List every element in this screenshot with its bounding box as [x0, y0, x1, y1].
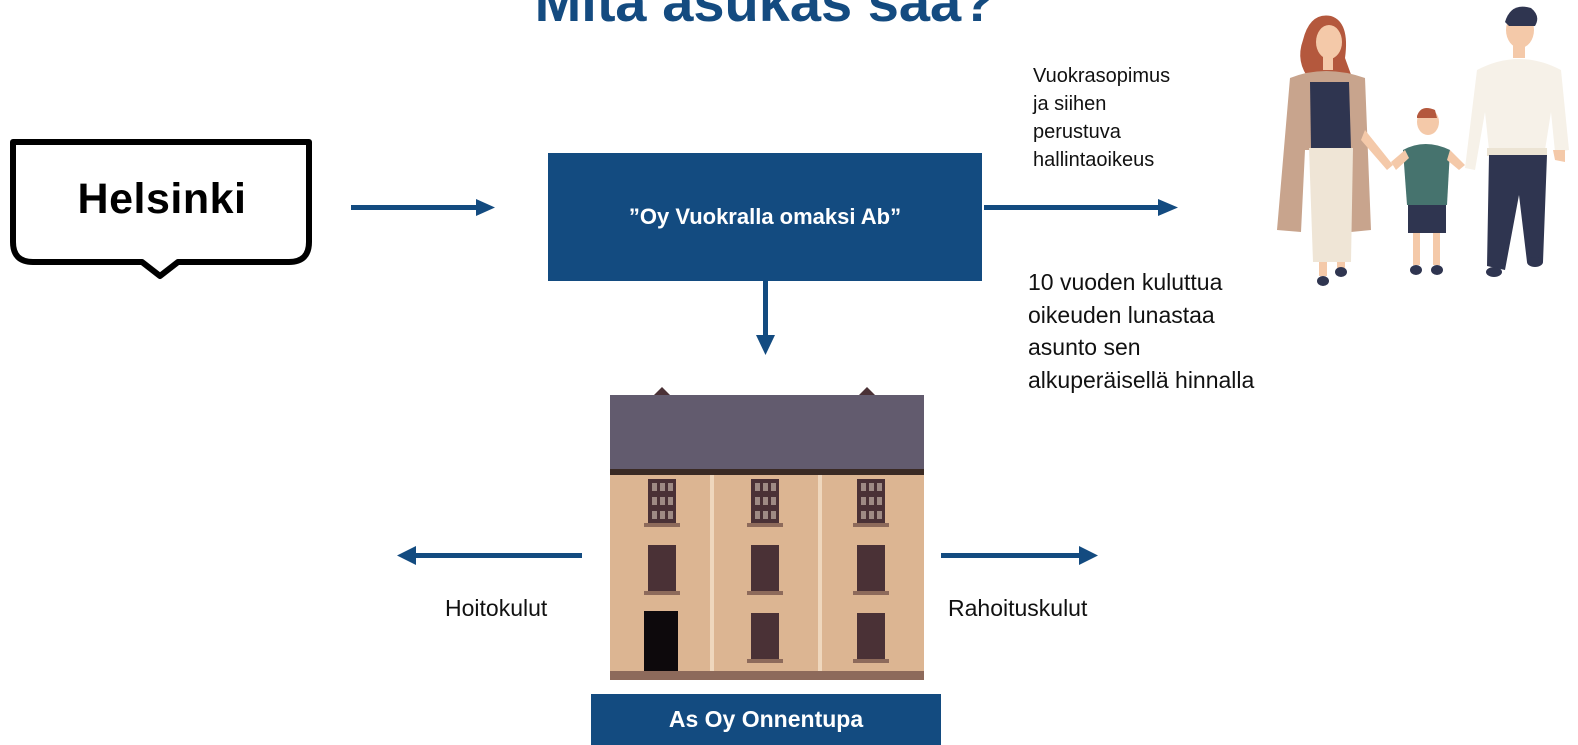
apartment-building-illustration — [610, 387, 924, 680]
redeem-line: asunto sen — [1028, 334, 1141, 360]
redeem-line: alkuperäisellä hinnalla — [1028, 366, 1255, 393]
woman-figure — [1277, 15, 1393, 286]
family-illustration — [1277, 6, 1569, 286]
lease-label: Vuokrasopimus ja siihen perustuva hallin… — [1033, 62, 1170, 174]
logo-text: Helsinki — [77, 175, 247, 223]
arrow-company-to-family — [984, 199, 1178, 216]
arrow-financing-right — [941, 546, 1098, 565]
lease-line: ja siihen — [1033, 93, 1107, 115]
lease-line: hallintaoikeus — [1033, 149, 1155, 171]
building-name-box: As Oy Onnentupa — [591, 694, 941, 745]
redeem-label: 10 vuoden kuluttua oikeuden lunastaa asu… — [1028, 266, 1254, 396]
maintenance-costs-label: Hoitokulut — [445, 595, 548, 621]
arrow-maintenance-left — [397, 546, 582, 565]
lease-line: perustuva — [1033, 121, 1121, 143]
door — [644, 611, 678, 671]
arrow-logo-to-company — [351, 199, 495, 216]
helsinki-logo — [10, 139, 312, 279]
child-figure — [1391, 108, 1465, 275]
arrow-company-to-building — [756, 281, 775, 355]
redeem-line: 10 vuoden kuluttua — [1028, 269, 1223, 295]
redeem-line: oikeuden lunastaa — [1028, 301, 1215, 328]
lease-line: Vuokrasopimus — [1033, 65, 1171, 87]
man-figure — [1465, 6, 1569, 277]
financing-costs-label: Rahoituskulut — [948, 595, 1088, 621]
page-title: Mitä asukas saa? — [534, 0, 996, 33]
company-box: ”Oy Vuokralla omaksi Ab” — [548, 153, 982, 281]
